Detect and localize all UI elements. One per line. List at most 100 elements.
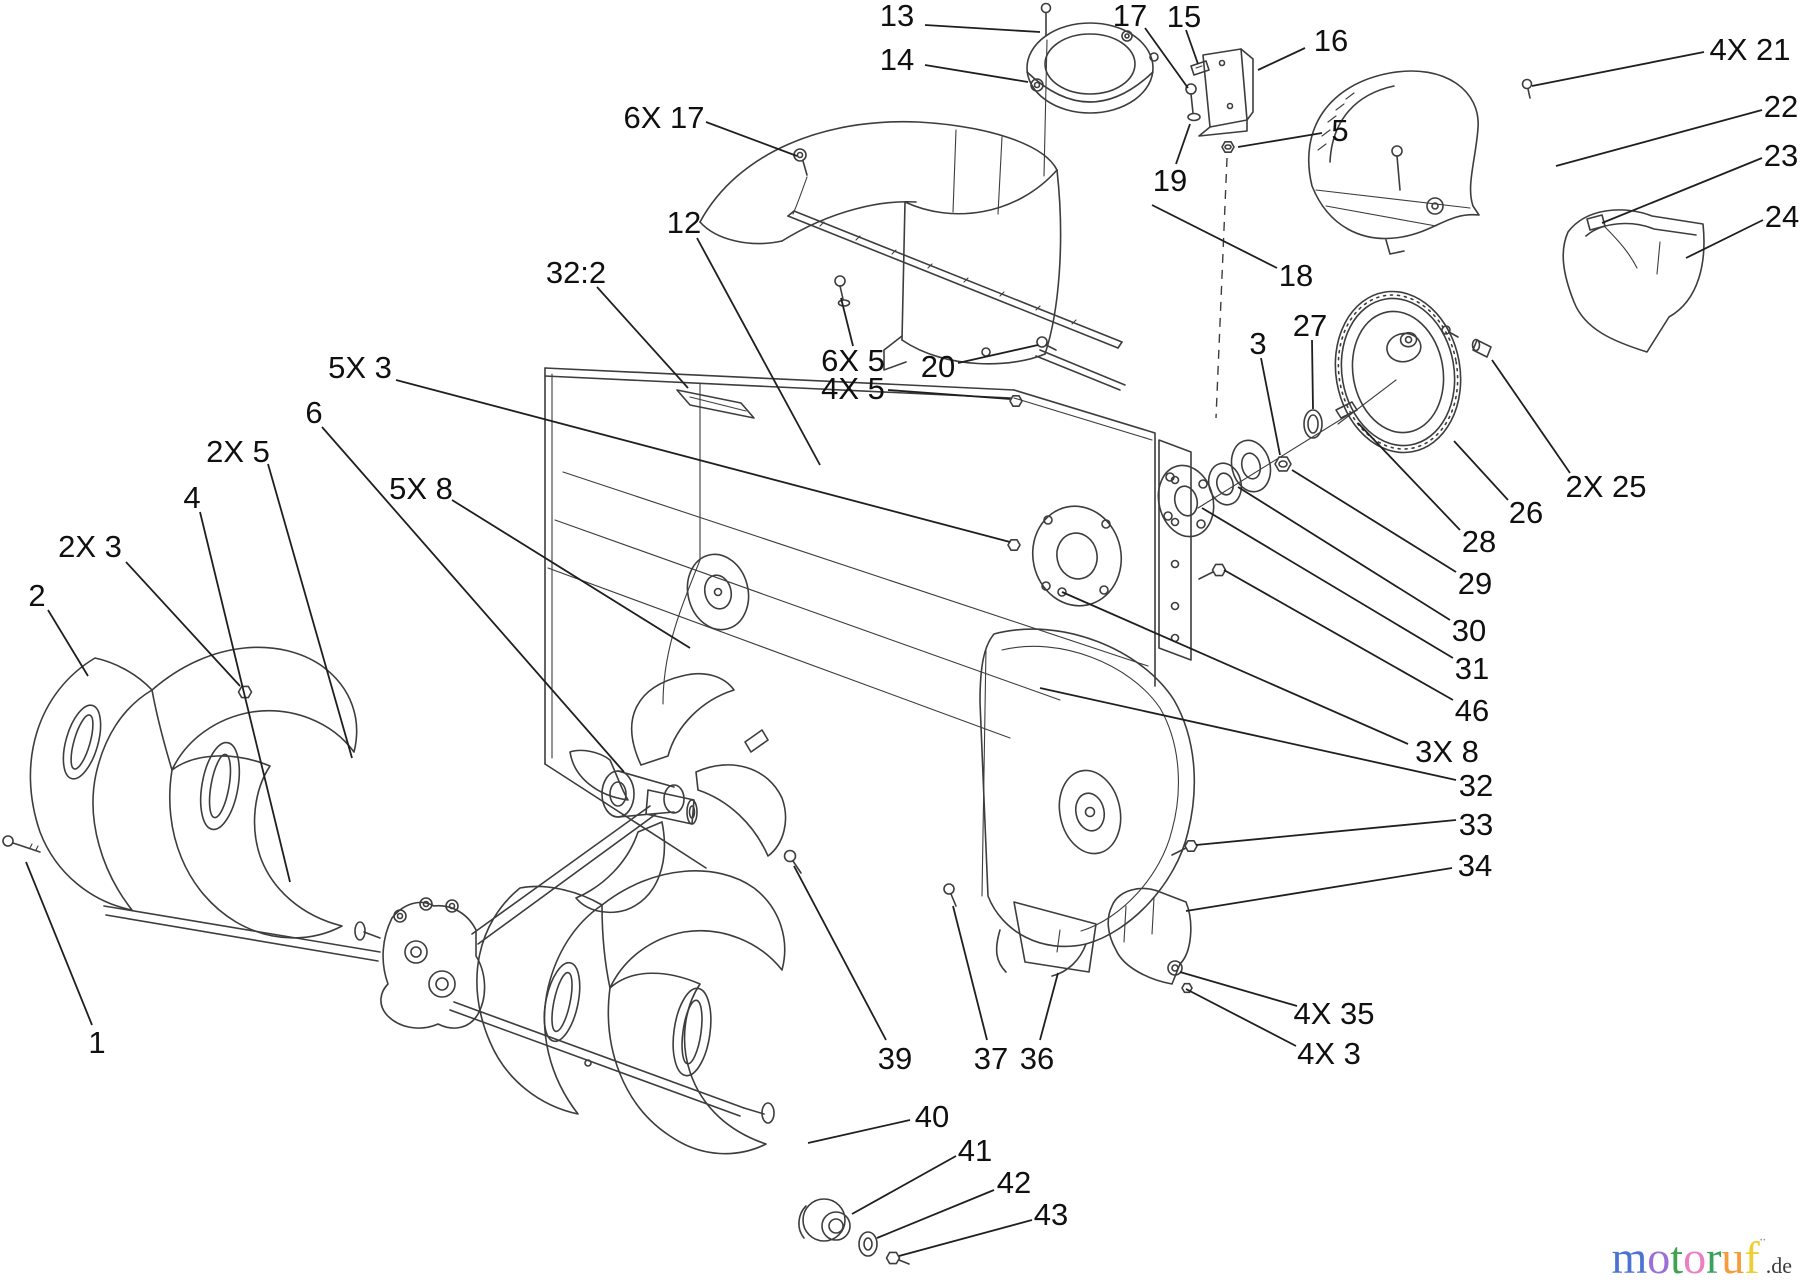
motoruf-logo-letters: motoruf — [1612, 1232, 1760, 1283]
auger-housing-part — [544, 367, 1192, 869]
leader-line-40 — [807, 1119, 911, 1144]
impeller-shaft-part — [471, 789, 698, 945]
callout-label-2: 2 — [28, 578, 45, 613]
callout-label-1: 1 — [88, 1025, 105, 1060]
callout-label-16: 16 — [1314, 23, 1348, 58]
logo-letter: o — [1683, 1232, 1707, 1283]
callout-label-30: 30 — [1452, 613, 1486, 648]
leader-line-17 — [1144, 27, 1189, 89]
leader-line-4X-5 — [887, 389, 1011, 400]
skid-34-part — [1107, 887, 1193, 994]
gearbox-part — [354, 897, 486, 1029]
callout-label-29: 29 — [1458, 566, 1492, 601]
leader-line-16 — [1257, 47, 1306, 71]
leader-line-37 — [952, 905, 988, 1041]
leader-line-1 — [25, 861, 93, 1026]
leader-line-2X-5 — [267, 463, 353, 759]
leader-line-4X-3 — [1185, 988, 1297, 1047]
leader-line-14 — [924, 64, 1029, 83]
leader-line-2 — [47, 609, 89, 677]
callout-label-36: 36 — [1020, 1041, 1054, 1076]
callout-label-5X-3: 5X 3 — [328, 350, 392, 385]
callout-label-5X-8: 5X 8 — [389, 471, 453, 506]
leader-line-20 — [957, 344, 1039, 364]
leader-line-4 — [199, 511, 291, 883]
callout-label-2X-3: 2X 3 — [58, 529, 122, 564]
callout-label-3: 3 — [1249, 326, 1266, 361]
leader-line-6X-17 — [705, 121, 798, 157]
leader-line-6 — [321, 426, 625, 773]
washer-42-part — [858, 1231, 878, 1257]
logo-letter: r — [1706, 1232, 1722, 1283]
callout-label-4: 4 — [183, 480, 200, 515]
callout-label-42: 42 — [997, 1165, 1031, 1200]
logo-letter: o — [1647, 1232, 1671, 1283]
leader-line-19 — [1175, 123, 1191, 165]
motoruf-logo-suffix: .de — [1765, 1253, 1792, 1278]
leader-line-5 — [1237, 132, 1323, 148]
lower-rotor-40-part — [476, 870, 786, 1155]
leader-line-32:2 — [596, 286, 689, 389]
callout-label-33: 33 — [1459, 807, 1493, 842]
leader-line-2X-25 — [1491, 359, 1571, 474]
callout-label-14: 14 — [880, 42, 914, 77]
leader-line-42 — [876, 1189, 995, 1239]
leader-line-23 — [1601, 157, 1763, 224]
friction-wheel-26-part — [1334, 290, 1462, 454]
side-plate-32-part — [979, 628, 1196, 977]
callout-label-32:2: 32:2 — [546, 255, 606, 290]
chute-mount-rail-part — [787, 210, 1126, 391]
left-rotor-2-part — [2, 646, 381, 962]
callout-label-19: 19 — [1153, 163, 1187, 198]
callout-label-15: 15 — [1167, 0, 1201, 34]
leader-line-43 — [898, 1219, 1033, 1257]
callout-label-4X-35: 4X 35 — [1293, 996, 1374, 1031]
callout-label-22: 22 — [1764, 89, 1798, 124]
chute-cap-ring-part — [1026, 22, 1159, 114]
motoruf-logo-mark: ¨ — [1759, 1234, 1766, 1254]
callout-label-41: 41 — [958, 1133, 992, 1168]
callout-label-2X-5: 2X 5 — [206, 434, 270, 469]
callout-label-28: 28 — [1462, 524, 1496, 559]
callout-label-24: 24 — [1765, 199, 1799, 234]
nut-5-part — [1221, 141, 1235, 153]
motoruf-logo[interactable]: motoruf¨.de — [1612, 1235, 1792, 1281]
callout-label-39: 39 — [878, 1041, 912, 1076]
callout-label-20: 20 — [921, 349, 955, 384]
leader-line-12 — [696, 237, 821, 466]
blade-32-2-part — [676, 389, 755, 419]
leader-line-4X-35 — [1179, 971, 1298, 1007]
callout-label-13: 13 — [880, 0, 914, 33]
bottom-plate-36-part — [1013, 901, 1097, 973]
leader-line-4X-21 — [1531, 51, 1705, 87]
bracket-16-part — [1198, 48, 1254, 137]
callout-label-27: 27 — [1293, 308, 1327, 343]
leader-line-22 — [1555, 109, 1763, 167]
discharge-chute-part — [699, 120, 1062, 371]
logo-letter: u — [1721, 1232, 1745, 1283]
callout-label-31: 31 — [1455, 651, 1489, 686]
leader-line-15 — [1185, 29, 1199, 65]
leader-line-27 — [1311, 339, 1314, 410]
leader-line-31 — [1201, 507, 1454, 659]
callout-label-32: 32 — [1459, 768, 1493, 803]
callout-label-3X-8: 3X 8 — [1415, 734, 1479, 769]
leader-line-2X-3 — [125, 561, 241, 687]
leader-line-24 — [1685, 219, 1764, 259]
callout-label-34: 34 — [1458, 848, 1492, 883]
leader-line-33 — [1195, 819, 1457, 846]
bolt-17-part — [1185, 83, 1201, 122]
belt-cover-22-part — [1307, 70, 1533, 255]
callout-label-26: 26 — [1509, 495, 1543, 530]
logo-letter: f — [1744, 1232, 1760, 1283]
callout-label-4X-5: 4X 5 — [821, 371, 885, 406]
leader-line-41 — [851, 1155, 957, 1215]
callout-label-18: 18 — [1279, 258, 1313, 293]
logo-letter: t — [1670, 1232, 1684, 1283]
leader-line-3 — [1260, 357, 1281, 456]
leader-line-13 — [924, 24, 1041, 33]
callout-label-6X-5: 6X 5 — [821, 343, 885, 378]
impeller-part — [569, 672, 787, 914]
callout-label-12: 12 — [667, 205, 701, 240]
